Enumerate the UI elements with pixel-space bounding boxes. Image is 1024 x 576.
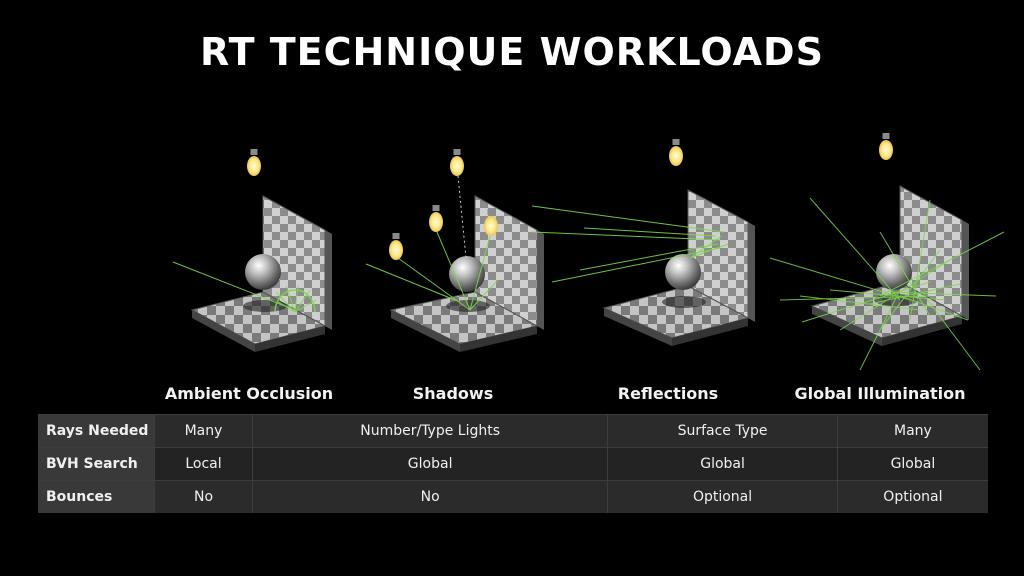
column-label-reflections: Reflections bbox=[617, 384, 719, 403]
table-cell: Global bbox=[607, 447, 838, 481]
shadows-scene bbox=[365, 149, 544, 352]
table-cell: Global bbox=[836, 447, 988, 481]
table-cell: Surface Type bbox=[607, 414, 838, 448]
table-cell: Many bbox=[836, 414, 988, 448]
table-cell: Number/Type Lights bbox=[251, 414, 608, 448]
table-cell: Optional bbox=[607, 480, 838, 513]
slide-title: RT TECHNIQUE WORKLOADS bbox=[200, 30, 824, 74]
table-row-bounces: Bounces No No Optional Optional bbox=[38, 480, 988, 513]
table-row-rays-needed: Rays Needed Many Number/Type Lights Surf… bbox=[38, 414, 988, 448]
reflections-scene bbox=[531, 139, 755, 346]
table-cell: No bbox=[251, 480, 608, 513]
row-header: Bounces bbox=[38, 480, 155, 513]
table-cell: Local bbox=[154, 447, 253, 481]
column-label-shadows: Shadows bbox=[412, 384, 494, 403]
global-illumination-scene bbox=[769, 133, 1005, 371]
column-label-global-illumination: Global Illumination bbox=[794, 384, 966, 403]
table-cell: No bbox=[154, 480, 253, 513]
row-header: Rays Needed bbox=[38, 414, 155, 448]
column-label-ambient-occlusion: Ambient Occlusion bbox=[164, 384, 334, 403]
table-cell: Optional bbox=[836, 480, 988, 513]
table-cell: Many bbox=[154, 414, 253, 448]
table-cell: Global bbox=[251, 447, 608, 481]
table-row-bvh-search: BVH Search Local Global Global Global bbox=[38, 447, 988, 481]
workload-table: Rays Needed Many Number/Type Lights Surf… bbox=[38, 414, 988, 513]
ambient-occlusion-scene bbox=[172, 149, 332, 352]
row-header: BVH Search bbox=[38, 447, 155, 481]
